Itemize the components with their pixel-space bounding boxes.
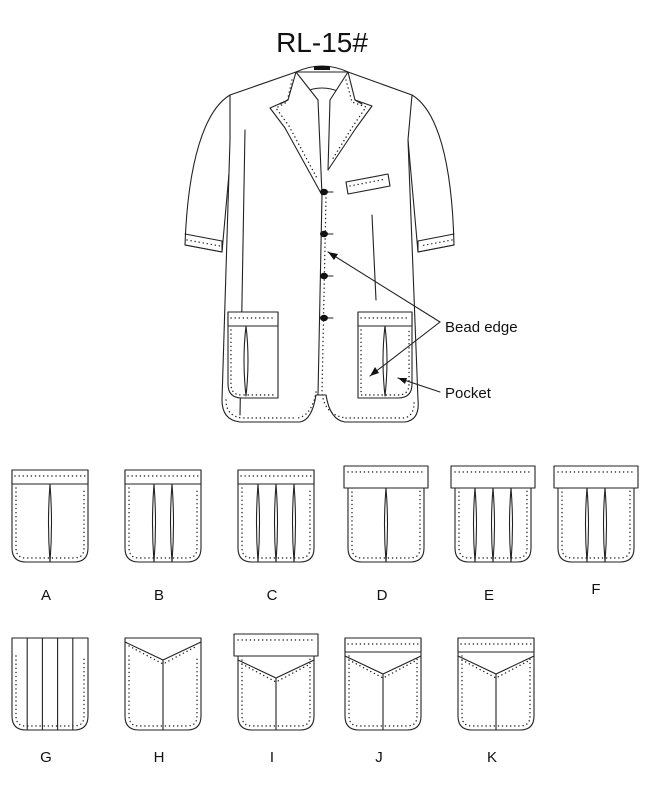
pocket-callout bbox=[397, 377, 441, 393]
pocket-style-f: F bbox=[553, 465, 639, 598]
pocket-label-g: G bbox=[40, 749, 52, 766]
pocket-style-k: K bbox=[457, 637, 535, 766]
pocket-label-j: J bbox=[375, 749, 383, 766]
bead-edge-callout bbox=[327, 251, 441, 377]
pocket-label: Pocket bbox=[445, 385, 492, 402]
left-sleeve bbox=[184, 94, 233, 253]
hanger-loop bbox=[314, 66, 330, 70]
pocket-style-d: D bbox=[343, 465, 429, 604]
pocket-label-c: C bbox=[267, 587, 278, 604]
pocket-style-a: A bbox=[11, 469, 89, 604]
pocket-label-a: A bbox=[41, 587, 51, 604]
bead-edge-label: Bead edge bbox=[445, 319, 518, 336]
pocket-style-g: G bbox=[11, 637, 89, 766]
pocket-label-b: B bbox=[154, 587, 164, 604]
left-cuff bbox=[184, 233, 223, 253]
pocket-style-b: B bbox=[124, 469, 202, 604]
pocket-style-grid: A B C D E F G H I J K bbox=[11, 465, 639, 766]
left-hip-pocket bbox=[227, 311, 279, 399]
right-sleeve bbox=[407, 94, 455, 253]
pocket-label-e: E bbox=[484, 587, 494, 604]
coat-drawing: Bead edge Pocket bbox=[184, 65, 518, 423]
pocket-label-h: H bbox=[154, 749, 165, 766]
pocket-label-d: D bbox=[377, 587, 388, 604]
chest-pocket bbox=[345, 173, 391, 195]
right-hip-pocket bbox=[357, 311, 413, 399]
pocket-style-j: J bbox=[344, 637, 422, 766]
pocket-style-i: I bbox=[233, 633, 319, 766]
pocket-style-c: C bbox=[237, 469, 315, 604]
pocket-label-i: I bbox=[270, 749, 274, 766]
pocket-style-h: H bbox=[124, 637, 202, 766]
buttons bbox=[320, 188, 334, 322]
right-cuff bbox=[417, 233, 455, 253]
pocket-style-e: E bbox=[450, 465, 536, 604]
front-edge bbox=[317, 194, 323, 396]
pocket-label-f: F bbox=[591, 581, 600, 598]
pocket-label-k: K bbox=[487, 749, 497, 766]
title: RL-15# bbox=[276, 27, 368, 58]
